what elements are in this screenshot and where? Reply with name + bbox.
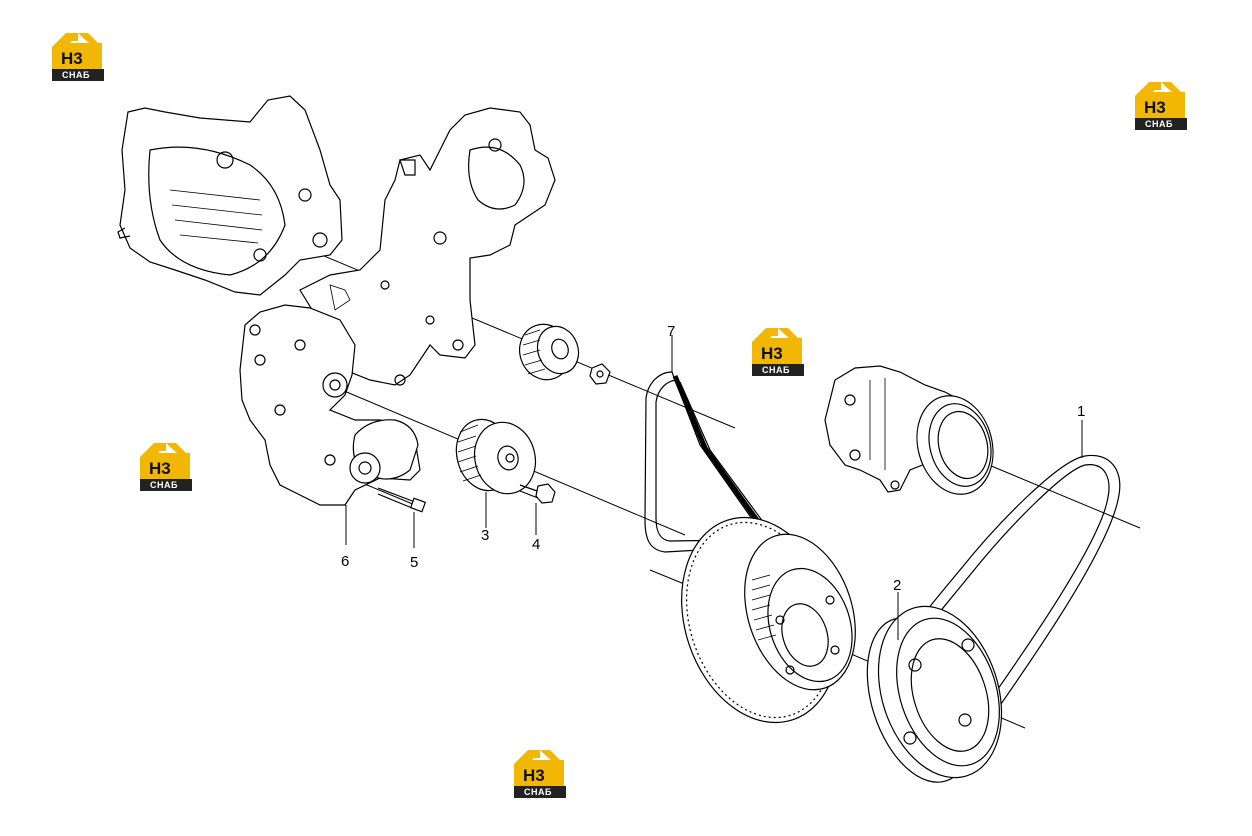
logo-watermark: Н3 СНАБ xyxy=(514,750,566,798)
logo-watermark: Н3 СНАБ xyxy=(140,443,192,491)
callout-2: 2 xyxy=(893,577,901,594)
engine-housing-assembly xyxy=(117,95,556,506)
logo-main-text: Н3 xyxy=(149,459,171,478)
callout-3: 3 xyxy=(481,527,489,544)
logo-sub-text: СНАБ xyxy=(762,365,790,375)
logo-sub-text: СНАБ xyxy=(150,480,178,490)
logo-watermark: Н3 СНАБ xyxy=(1135,82,1187,130)
logo-main-text: Н3 xyxy=(761,344,783,363)
callout-1: 1 xyxy=(1077,403,1085,420)
idler-pulley-upper xyxy=(519,323,611,385)
callout-4: 4 xyxy=(532,536,540,553)
logo-sub-text: СНАБ xyxy=(62,70,90,80)
callout-5: 5 xyxy=(410,554,418,571)
crankshaft-pulley-damper xyxy=(681,516,856,724)
idler-pulley-3 xyxy=(455,418,537,528)
ac-compressor xyxy=(824,365,994,495)
callouts: 1 2 3 4 5 6 7 xyxy=(341,323,1085,594)
callout-6: 6 xyxy=(341,553,349,570)
logo-main-text: Н3 xyxy=(61,49,83,68)
logo-watermark: Н3 СНАБ xyxy=(52,33,104,81)
logo-main-text: Н3 xyxy=(1144,98,1166,117)
logo-main-text: Н3 xyxy=(523,766,545,785)
logo-sub-text: СНАБ xyxy=(524,787,552,797)
logo-watermark: Н3 СНАБ xyxy=(752,328,804,376)
bolt-5 xyxy=(377,487,427,548)
callout-7: 7 xyxy=(667,323,675,340)
logo-sub-text: СНАБ xyxy=(1145,119,1173,129)
bolt-4 xyxy=(519,483,556,535)
crank-pulley-2 xyxy=(866,592,1003,783)
